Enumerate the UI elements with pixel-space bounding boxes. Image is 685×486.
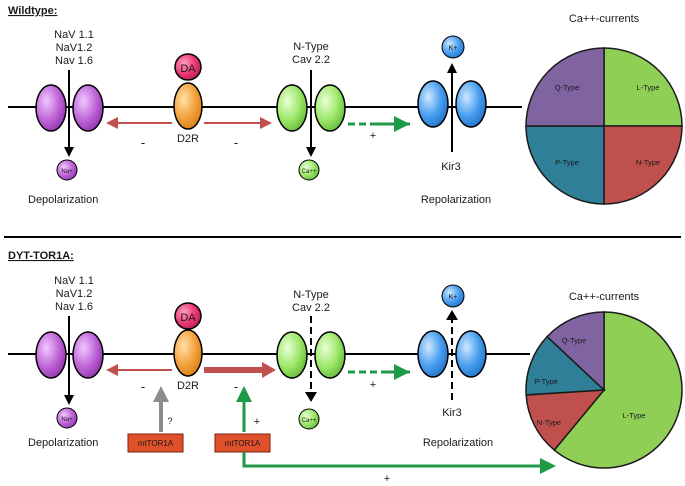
nav-label-3: Nav 1.6	[55, 55, 93, 67]
plus-sign-green: +	[254, 416, 260, 428]
nav-label-1: NaV 1.1	[54, 29, 94, 41]
pie-bottom-slice-n-type	[525, 389, 606, 452]
k-efflux-arrow-b-head	[446, 310, 458, 320]
minus-sign-right: -	[234, 135, 238, 150]
k-ion-label-b: K+	[449, 294, 458, 301]
minus-sign-right-b: -	[234, 379, 238, 394]
ntype-label-2: Cav 2.2	[292, 54, 330, 66]
d2r-label-b: D2R	[177, 380, 199, 392]
k-ion	[441, 35, 465, 59]
kir-channel-right	[455, 80, 487, 128]
kir-channel-right-b	[455, 330, 487, 378]
pie-bottom-slice-l-type	[553, 311, 683, 469]
ca-ion	[298, 159, 320, 181]
pie-label-q-b: Q-Type	[562, 336, 587, 345]
na-ion	[56, 159, 78, 181]
pie-top-slice-l-type	[603, 47, 683, 127]
inhibit-arrow-cav-b-head	[262, 362, 276, 378]
ca-influx-arrow-b-head	[305, 392, 317, 402]
plus-sign: +	[370, 130, 376, 142]
ntype-label-b2: Cav 2.2	[292, 302, 330, 314]
pie-title-bottom: Ca++-currents	[569, 291, 640, 303]
long-green-arrow	[242, 452, 556, 474]
ntype-label-1: N-Type	[293, 41, 328, 53]
nav-channel-right	[72, 84, 104, 132]
ntype-label-b1: N-Type	[293, 289, 328, 301]
pie-bottom-slice-p-type	[525, 335, 606, 396]
pie-title-top: Ca++-currents	[569, 13, 640, 25]
kir-channel-left	[417, 80, 449, 128]
panel-wildtype: Wildtype: NaV 1.1 NaV1.2 Nav 1.6 Na+ Dep…	[8, 5, 683, 206]
na-ion-label-b: Na+	[61, 417, 73, 423]
dopamine-label-b: DA	[180, 312, 196, 324]
ca-ion-label: Ca++	[302, 169, 317, 175]
pie-label-q: Q-Type	[555, 83, 580, 92]
pie-top-slice-q-type	[525, 47, 605, 127]
pie-label-l: L-Type	[637, 83, 660, 92]
ca-ion-label-b: Ca++	[302, 418, 317, 424]
repolarization-label: Repolarization	[421, 194, 491, 206]
d2r-label: D2R	[177, 133, 199, 145]
dopamine-circle	[174, 53, 202, 81]
pie-label-n-b: N-Type	[537, 418, 561, 427]
dopamine-label: DA	[180, 63, 196, 75]
d2r-receptor	[173, 82, 203, 130]
dopamine-circle-b	[174, 302, 202, 330]
pie-label-l-b: L-Type	[623, 411, 646, 420]
nav-label-2: NaV1.2	[56, 42, 93, 54]
dyt-heading: DYT-TOR1A:	[8, 250, 74, 262]
mtor-box-left	[127, 433, 184, 453]
k-ion-b	[441, 284, 465, 308]
nav-label-b1: NaV 1.1	[54, 275, 94, 287]
depolarization-label-b: Depolarization	[28, 437, 98, 449]
mtor-label-right: mtTOR1A	[225, 439, 261, 448]
plus-sign-b: +	[370, 379, 376, 391]
pie-label-n: N-Type	[636, 158, 660, 167]
d2r-receptor-b	[173, 329, 203, 377]
nav-label-b2: NaV1.2	[56, 288, 93, 300]
kir-channel-left-b	[417, 330, 449, 378]
kir3-label-b: Kir3	[442, 407, 462, 419]
minus-sign-left-b: -	[141, 379, 145, 394]
pie-chart-wildtype	[525, 47, 683, 205]
nav-label-b3: Nav 1.6	[55, 301, 93, 313]
minus-sign-left: -	[141, 135, 145, 150]
pie-label-p-b: P-Type	[534, 377, 558, 386]
pie-label-p: P-Type	[555, 158, 579, 167]
cav-channel-right	[314, 84, 346, 132]
na-ion-label: Na+	[61, 169, 73, 175]
k-ion-label: K+	[449, 45, 458, 52]
cav-channel-left	[276, 84, 308, 132]
ca-ion-b	[298, 408, 320, 430]
pie-bottom-slice-q-type	[546, 311, 605, 392]
panel-dyt-tor1a: DYT-TOR1A: NaV 1.1 NaV1.2 Nav 1.6 Na+ De…	[8, 250, 683, 485]
nav-channel-left-b	[35, 331, 67, 379]
depolarization-label: Depolarization	[28, 194, 98, 206]
pie-top-slice-n-type	[603, 125, 683, 205]
pie-chart-dyt	[525, 311, 683, 469]
question-mark: ?	[167, 416, 172, 426]
cav-channel-left-b	[276, 331, 308, 379]
nav-channel-right-b	[72, 331, 104, 379]
nav-channel-left	[35, 84, 67, 132]
mtor-label-left: mtTOR1A	[138, 439, 174, 448]
pie-top-slice-p-type	[525, 125, 605, 205]
wildtype-heading: Wildtype:	[8, 5, 57, 17]
repolarization-label-b: Repolarization	[423, 437, 493, 449]
plus-sign-long: +	[384, 473, 390, 485]
kir3-label: Kir3	[441, 161, 461, 173]
na-ion-b	[56, 407, 78, 429]
cav-channel-right-b	[314, 331, 346, 379]
